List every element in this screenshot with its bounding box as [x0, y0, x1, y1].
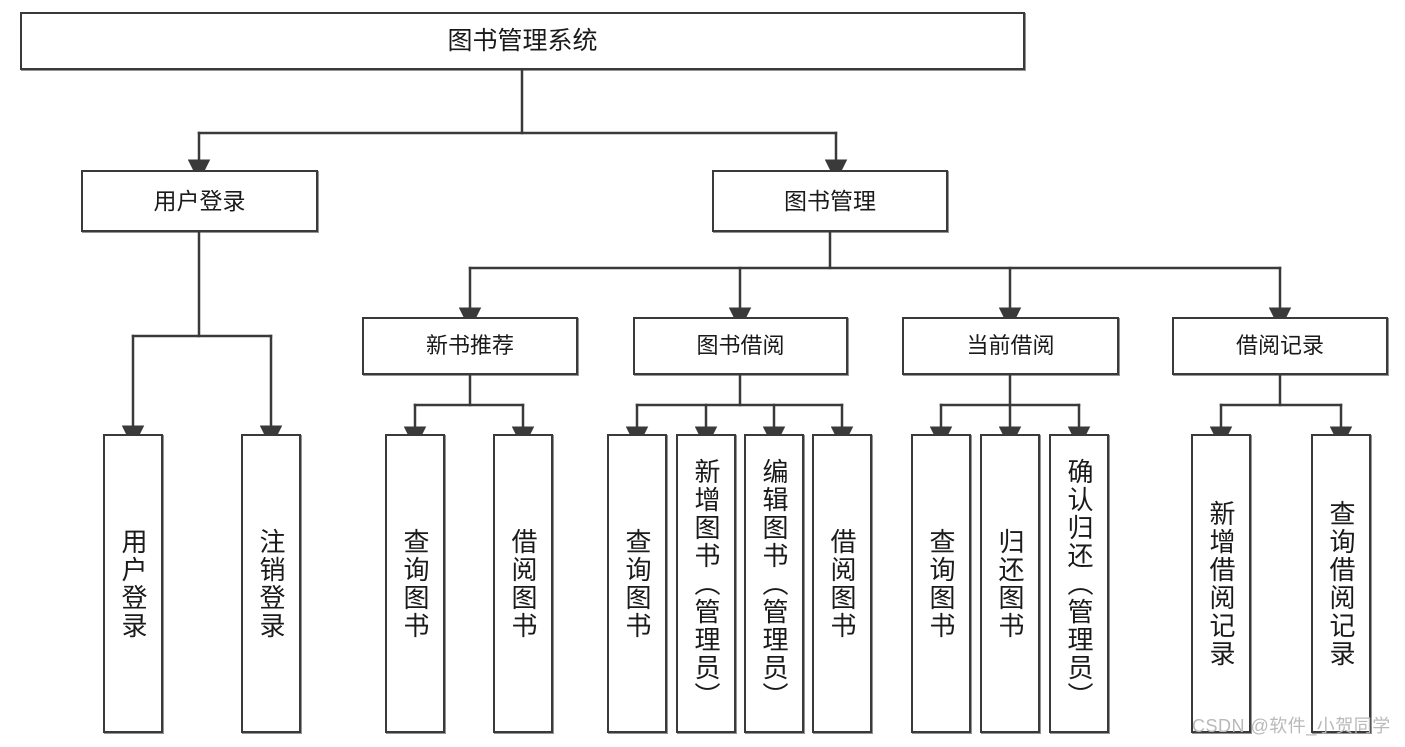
node-book-management[interactable]: 图书管理 — [712, 170, 948, 232]
node-leaf-borrow-book[interactable]: 借阅图书 — [812, 434, 872, 733]
node-leaf-logout[interactable]: 注销登录 — [241, 434, 301, 733]
node-label: 查询借阅记录 — [1326, 499, 1356, 668]
node-label: 注销登录 — [256, 527, 286, 640]
node-label: 新增图书（管理员） — [691, 457, 721, 710]
node-label: 编辑图书（管理员） — [759, 457, 789, 710]
node-label: 新增借阅记录 — [1206, 499, 1236, 668]
node-leaf-query-book-recommend[interactable]: 查询图书 — [385, 434, 445, 733]
node-leaf-edit-book-admin[interactable]: 编辑图书（管理员） — [744, 434, 804, 733]
node-book-borrow[interactable]: 图书借阅 — [633, 317, 848, 375]
node-label: 用户登录 — [153, 187, 246, 214]
node-label: 借阅记录 — [1235, 333, 1324, 359]
node-label: 用户登录 — [118, 527, 148, 640]
node-label: 借阅图书 — [508, 527, 538, 640]
node-label: 当前借阅 — [966, 333, 1055, 359]
node-leaf-user-login[interactable]: 用户登录 — [103, 434, 163, 733]
node-leaf-query-book-borrow[interactable]: 查询图书 — [607, 434, 667, 733]
node-current-borrow[interactable]: 当前借阅 — [902, 317, 1119, 375]
node-leaf-query-book-current[interactable]: 查询图书 — [911, 434, 971, 733]
node-user-login[interactable]: 用户登录 — [81, 170, 318, 232]
node-label: 新书推荐 — [425, 333, 514, 359]
node-label: 归还图书 — [995, 527, 1025, 640]
node-borrow-record[interactable]: 借阅记录 — [1172, 317, 1388, 375]
node-root-book-management-system[interactable]: 图书管理系统 — [20, 12, 1025, 70]
node-label: 确认归还（管理员） — [1064, 457, 1094, 710]
node-label: 图书借阅 — [696, 333, 785, 359]
node-label: 查询图书 — [400, 527, 430, 640]
node-label: 查询图书 — [926, 527, 956, 640]
node-leaf-query-borrow-record[interactable]: 查询借阅记录 — [1311, 434, 1371, 733]
node-leaf-add-book-admin[interactable]: 新增图书（管理员） — [676, 434, 736, 733]
node-label: 查询图书 — [622, 527, 652, 640]
node-leaf-borrow-book-recommend[interactable]: 借阅图书 — [493, 434, 553, 733]
node-label: 图书管理 — [784, 187, 876, 214]
node-new-book-recommendation[interactable]: 新书推荐 — [362, 317, 578, 375]
node-leaf-return-book[interactable]: 归还图书 — [980, 434, 1040, 733]
node-leaf-add-borrow-record[interactable]: 新增借阅记录 — [1191, 434, 1251, 733]
node-label: 借阅图书 — [827, 527, 857, 640]
node-leaf-confirm-return-admin[interactable]: 确认归还（管理员） — [1049, 434, 1109, 733]
node-label: 图书管理系统 — [447, 26, 598, 55]
